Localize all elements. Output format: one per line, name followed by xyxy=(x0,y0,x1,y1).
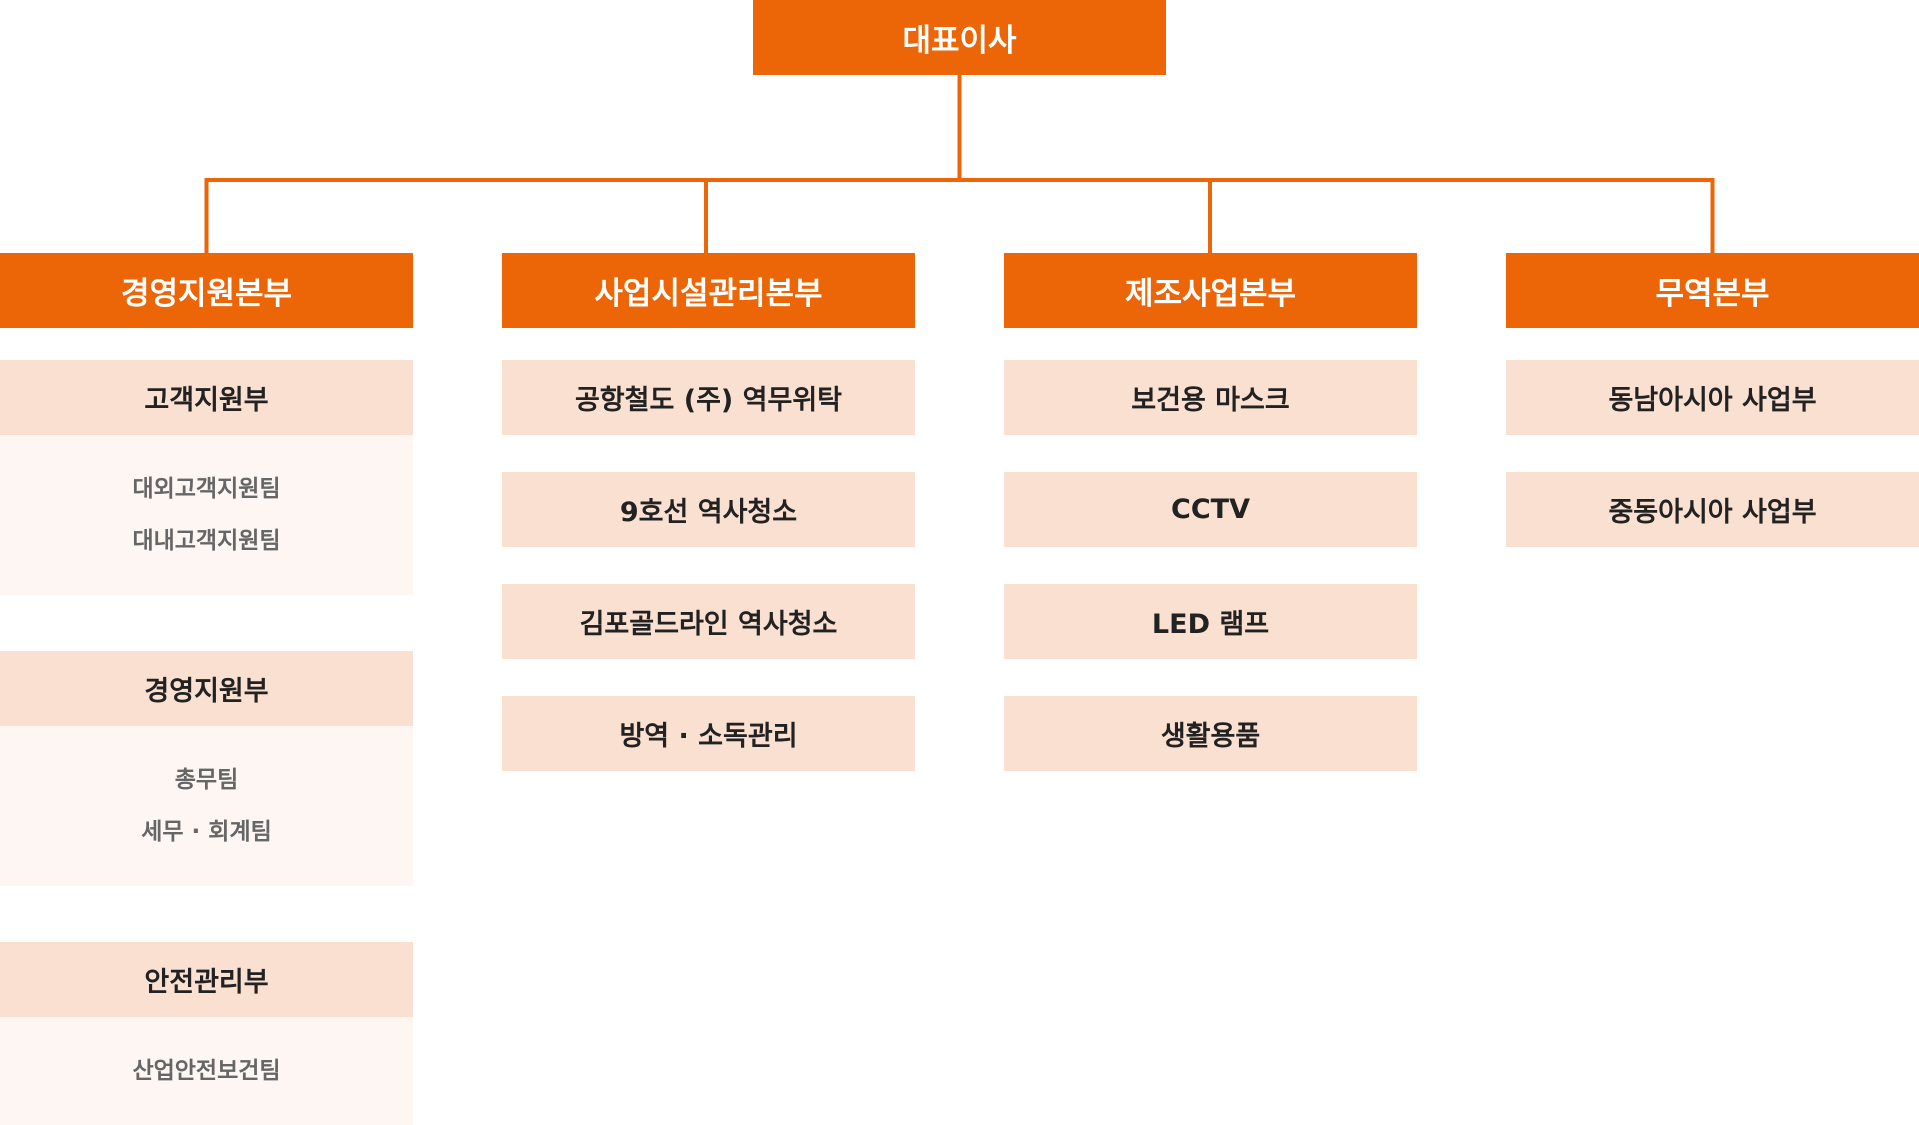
team-item: 총무팀 xyxy=(174,767,239,793)
team-item: 대내고객지원팀 xyxy=(132,528,281,554)
division-title: 제조사업본부 xyxy=(1124,276,1297,312)
department-box: 9호선 역사청소 xyxy=(502,472,915,547)
team-list: 대외고객지원팀 대내고객지원팀 xyxy=(0,435,413,595)
department-label: 경영지원부 xyxy=(144,676,269,707)
team-item: 산업안전보건팀 xyxy=(132,1058,281,1084)
division-title: 사업시설관리본부 xyxy=(594,276,823,312)
ceo-label: 대표이사 xyxy=(902,23,1017,59)
department-box: 보건용 마스크 xyxy=(1004,360,1417,435)
department-label: CCTV xyxy=(1171,494,1250,525)
ceo-box: 대표이사 xyxy=(753,0,1166,75)
division-header: 경영지원본부 xyxy=(0,253,413,328)
team-list: 총무팀 세무 · 회계팀 xyxy=(0,726,413,886)
department-box: 김포골드라인 역사청소 xyxy=(502,584,915,659)
department-list: 보건용 마스크 CCTV LED 램프 생활용품 xyxy=(1004,328,1417,771)
division-column-management-support: 경영지원본부 고객지원부 대외고객지원팀 대내고객지원팀 경영지원부 총무팀 세… xyxy=(0,253,413,1125)
division-header: 무역본부 xyxy=(1506,253,1919,328)
department-box: 안전관리부 xyxy=(0,942,413,1017)
department-label: 공항철도 (주) 역무위탁 xyxy=(574,385,843,416)
department-box: 경영지원부 xyxy=(0,651,413,726)
department-label: 고객지원부 xyxy=(144,385,269,416)
department-box: 고객지원부 xyxy=(0,360,413,435)
division-header: 제조사업본부 xyxy=(1004,253,1417,328)
department-box: 중동아시아 사업부 xyxy=(1506,472,1919,547)
department-box: 동남아시아 사업부 xyxy=(1506,360,1919,435)
department-label: 생활용품 xyxy=(1160,721,1261,752)
department-box: CCTV xyxy=(1004,472,1417,547)
team-list: 산업안전보건팀 xyxy=(0,1017,413,1125)
department-label: 9호선 역사청소 xyxy=(619,497,798,528)
division-header: 사업시설관리본부 xyxy=(502,253,915,328)
department-list: 동남아시아 사업부 중동아시아 사업부 xyxy=(1506,328,1919,547)
department-label: 보건용 마스크 xyxy=(1131,385,1290,416)
division-column-facility-management: 사업시설관리본부 공항철도 (주) 역무위탁 9호선 역사청소 김포골드라인 역… xyxy=(502,253,915,808)
division-title: 무역본부 xyxy=(1655,276,1770,312)
division-column-trade: 무역본부 동남아시아 사업부 중동아시아 사업부 xyxy=(1506,253,1919,584)
department-list: 공항철도 (주) 역무위탁 9호선 역사청소 김포골드라인 역사청소 방역 · … xyxy=(502,328,915,771)
team-item: 대외고객지원팀 xyxy=(132,476,281,502)
department-box: 생활용품 xyxy=(1004,696,1417,771)
team-item: 세무 · 회계팀 xyxy=(141,819,272,845)
division-column-manufacturing: 제조사업본부 보건용 마스크 CCTV LED 램프 생활용품 xyxy=(1004,253,1417,808)
department-label: 방역 · 소독관리 xyxy=(619,721,798,752)
department-box: 방역 · 소독관리 xyxy=(502,696,915,771)
department-label: 중동아시아 사업부 xyxy=(1608,497,1817,528)
department-label: 김포골드라인 역사청소 xyxy=(579,609,838,640)
department-box: 공항철도 (주) 역무위탁 xyxy=(502,360,915,435)
department-box: LED 램프 xyxy=(1004,584,1417,659)
department-label: 동남아시아 사업부 xyxy=(1608,385,1817,416)
department-label: LED 램프 xyxy=(1151,609,1270,640)
department-label: 안전관리부 xyxy=(144,967,269,998)
department-list: 고객지원부 대외고객지원팀 대내고객지원팀 경영지원부 총무팀 세무 · 회계팀… xyxy=(0,328,413,1125)
division-title: 경영지원본부 xyxy=(120,276,293,312)
